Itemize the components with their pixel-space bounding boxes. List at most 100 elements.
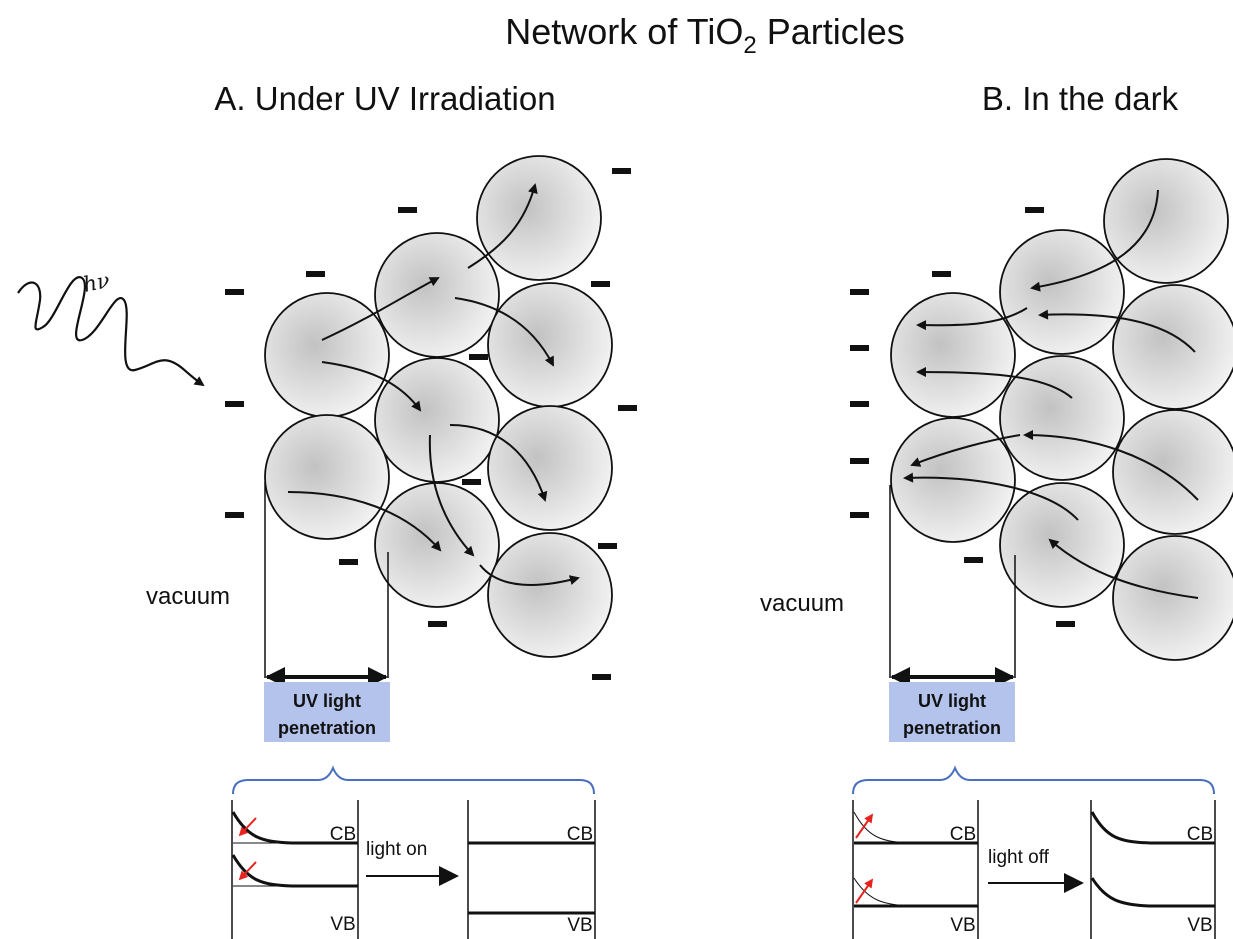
panel-a-electron-arrows (287, 183, 580, 586)
conduction-band-curve (1090, 811, 1215, 845)
panel-b-heading: B. In the dark (982, 80, 1179, 117)
tio2-particle (999, 355, 1125, 481)
electron-flow-arrow (467, 183, 538, 269)
tio2-particle (476, 155, 602, 281)
panel-b: B. In the dark (760, 80, 1233, 939)
tio2-particle (890, 292, 1016, 418)
negative-charge-icon (462, 479, 481, 485)
electron-flow-arrow (916, 367, 1073, 399)
negative-charge-icon (850, 458, 869, 464)
uv-light-label: UV light (293, 691, 361, 711)
band-diagram-b-right: CB VB (1090, 800, 1216, 939)
negative-charge-icon (398, 207, 417, 213)
figure-title: Network of TiO2 Particles (505, 11, 904, 59)
electron-flow-arrow (1048, 538, 1199, 599)
tio2-particle (999, 229, 1125, 355)
valence-band-curve (231, 854, 358, 888)
band-diagram-a-left: CB VB (231, 800, 359, 939)
negative-charge-icon (225, 289, 244, 295)
panel-b-negative-charges (850, 207, 1075, 627)
band-diagram-b-left: CB VB (852, 800, 979, 939)
cb-label: CB (330, 824, 356, 845)
tio2-particle (374, 357, 500, 483)
negative-charge-icon (850, 401, 869, 407)
curly-brace-b (852, 765, 1215, 795)
electron-flow-arrow (1030, 189, 1159, 292)
negative-charge-icon (612, 168, 631, 174)
band-diagram-a-right: CB VB (467, 800, 596, 939)
uv-light-wave-icon (17, 276, 205, 387)
panel-b-electron-arrows (903, 189, 1199, 599)
light-on-label: light on (366, 839, 427, 860)
negative-charge-icon (964, 557, 983, 563)
penetration-label: penetration (278, 718, 376, 738)
curly-brace-a (232, 765, 595, 795)
light-off-label: light off (988, 847, 1050, 868)
panel-a-particles (264, 155, 613, 658)
uv-penetration-box (264, 682, 390, 742)
negative-charge-icon (850, 289, 869, 295)
negative-charge-icon (598, 543, 617, 549)
negative-charge-icon (1056, 621, 1075, 627)
electron-flow-arrow (454, 297, 554, 367)
panel-a-negative-charges (225, 168, 637, 680)
negative-charge-icon (592, 674, 611, 680)
tio2-particle (374, 482, 500, 608)
tio2-particle (264, 414, 390, 540)
electron-flow-arrow (916, 307, 1028, 331)
tio2-particle (1112, 409, 1233, 535)
electron-flow-arrow (449, 424, 548, 502)
vb-label: VB (330, 914, 355, 935)
cb-label: CB (950, 824, 976, 845)
negative-charge-icon (469, 354, 488, 360)
band-bending-arrow-red (855, 878, 874, 904)
negative-charge-icon (850, 345, 869, 351)
vb-label: VB (950, 915, 975, 936)
vb-label: VB (567, 915, 592, 936)
valence-band-curve (1090, 877, 1215, 908)
tio2-particle (487, 532, 613, 658)
panel-b-particles (890, 158, 1233, 661)
vacuum-label-a: vacuum (146, 583, 230, 610)
negative-charge-icon (428, 621, 447, 627)
band-bending-arrow-red (855, 813, 874, 839)
negative-charge-icon (225, 512, 244, 518)
photon-label: hν (81, 268, 112, 297)
vacuum-label-b: vacuum (760, 590, 844, 617)
vb-label: VB (1187, 915, 1212, 936)
tio2-particle (1112, 535, 1233, 661)
electron-flow-arrow (1038, 309, 1196, 353)
penetration-label: penetration (903, 718, 1001, 738)
negative-charge-icon (339, 559, 358, 565)
panel-a: A. Under UV Irradiation (17, 80, 637, 939)
band-bending-arrow-red (238, 861, 257, 881)
tio2-particle (487, 282, 613, 408)
negative-charge-icon (225, 401, 244, 407)
electron-flow-arrow (287, 491, 442, 552)
electron-flow-arrow (910, 434, 1021, 467)
negative-charge-icon (1025, 207, 1044, 213)
negative-charge-icon (618, 405, 637, 411)
electron-flow-arrow (903, 472, 1079, 521)
tio2-particle (1103, 158, 1229, 284)
cb-label: CB (567, 824, 593, 845)
band-bending-arrow-red (238, 817, 257, 837)
tio2-particle (890, 417, 1016, 543)
electron-flow-arrow (321, 361, 422, 412)
electron-flow-arrow (1023, 430, 1199, 501)
tio2-particle (999, 482, 1125, 608)
electron-flow-arrow (428, 434, 475, 557)
negative-charge-icon (591, 281, 610, 287)
tio2-particle (487, 405, 613, 531)
tio2-particle (374, 232, 500, 358)
negative-charge-icon (850, 512, 869, 518)
electron-flow-arrow (321, 277, 440, 341)
cb-label: CB (1187, 824, 1213, 845)
tio2-particle (1112, 284, 1233, 410)
uv-light-label: UV light (918, 691, 986, 711)
uv-penetration-box (889, 682, 1015, 742)
valence-band-curve (853, 877, 978, 907)
panel-a-heading: A. Under UV Irradiation (214, 80, 555, 117)
